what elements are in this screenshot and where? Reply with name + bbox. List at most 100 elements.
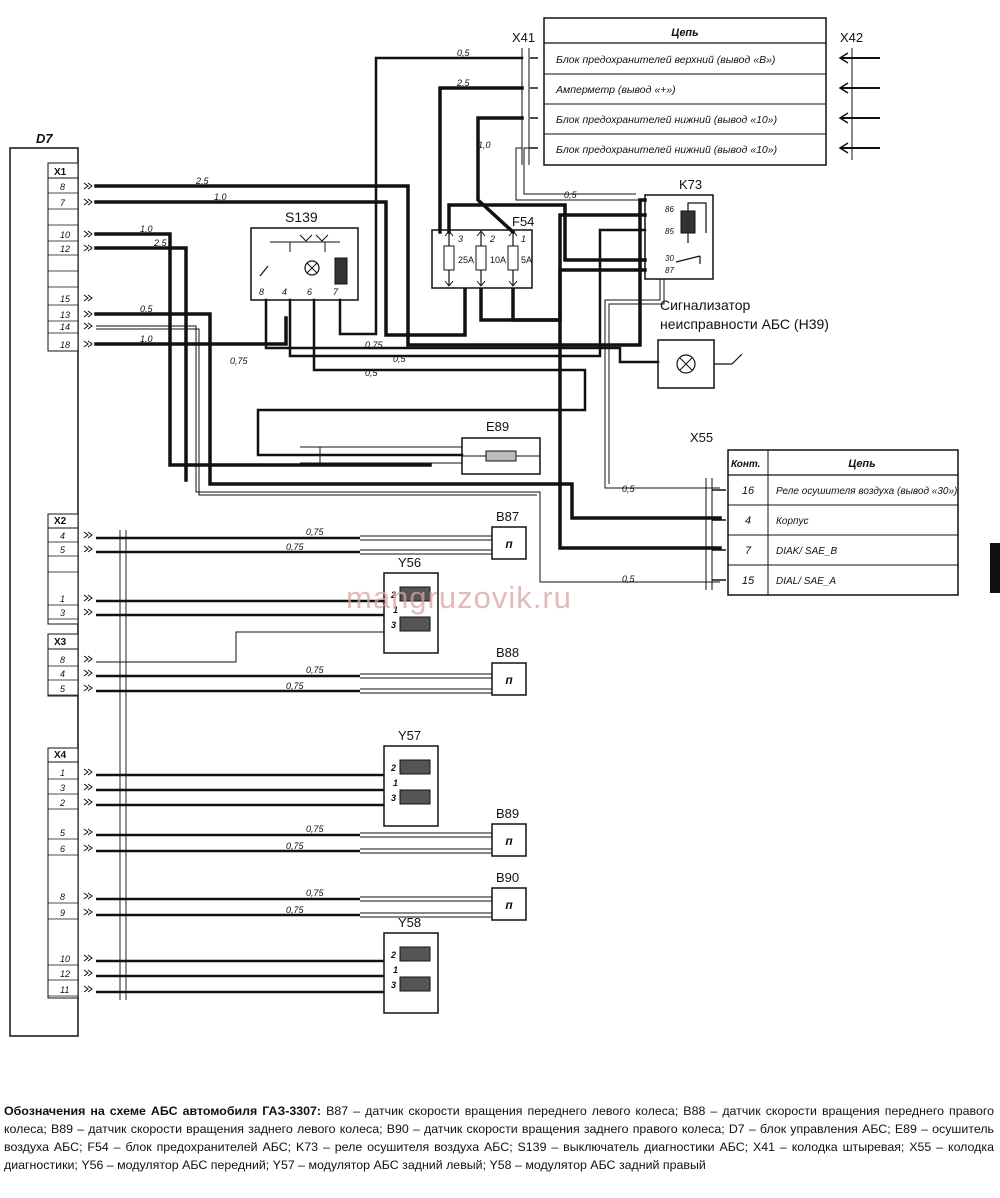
x55-row-circuit-2: DIAK/ SAE_B [776,546,837,557]
x1-pin-0: 8 [60,182,65,192]
modulator-y57-pin-2: 2 [390,763,396,773]
wire-size-b90-a: 0,75 [306,888,325,898]
x4-pin-6: 9 [60,908,65,918]
k73-label: K73 [679,177,702,192]
x1-pin-arrow-8 [83,310,93,318]
wire-size-05d: 0,5 [457,48,471,58]
x2-pin-arrow-0 [83,531,93,539]
s139-pin-8: 8 [259,287,264,297]
wire-size-05a: 0,5 [140,304,154,314]
connector-x1-label: X1 [54,167,67,178]
modulator-y56-pin-3: 3 [391,620,396,630]
circuit-row-2: Амперметр (вывод «+») [555,84,676,96]
wire-size-05c: 0,5 [365,368,379,378]
x3-pin-arrow-1 [83,669,93,677]
x3-pin-arrow-2 [83,684,93,692]
x1-pin-9: 14 [60,322,70,332]
x4-pin-5: 8 [60,892,65,902]
caption-title: Обозначения на схеме АБС автомобиля ГАЗ-… [4,1104,322,1118]
connector-x2: X2 4 5 1 3 [47,513,93,625]
wire-size-25b: 2,5 [153,238,168,248]
modulator-y56-pin-1: 1 [393,605,398,615]
x1-pin-4: 12 [60,244,70,254]
x3-pin-1: 4 [60,669,65,679]
connector-x42 [838,48,880,160]
connector-x2-label: X2 [54,516,67,527]
x2-pin-3: 1 [60,594,65,604]
x42-label: X42 [840,30,863,45]
h39-indicator [657,339,743,389]
circuit-row-3: Блок предохранителей нижний (вывод «10») [556,114,777,126]
wire-size-labels: 2,5 1,0 1,0 2,5 0,5 1,0 0,75 0,75 0,5 0,… [140,48,636,584]
wire-size-b87-a: 0,75 [306,527,325,537]
connector-x4-label: X4 [54,750,67,761]
x1-pin-arrow-1 [83,198,93,206]
x4-pin-7: 10 [60,954,70,964]
x4-pin-2: 2 [59,798,65,808]
modulator-y58-pin-3: 3 [391,980,396,990]
x4-pin-arrow-4 [83,844,93,852]
s139-pin-4: 4 [282,287,287,297]
modulator-y58-coil-1 [399,946,431,962]
x2-pin-4: 3 [60,608,65,618]
x2-pin-1: 5 [60,545,66,555]
sensor-b89-symbol: п [505,834,513,848]
x1-pin-arrow-3 [83,230,93,238]
x1-pin-arrow-0 [83,182,93,190]
caption-text: B87 – датчик скорости вращения переднего… [4,1104,994,1172]
x4-pin-arrow-0 [83,768,93,776]
relay-coil [680,210,696,234]
x1-pin-8: 13 [60,310,70,320]
sensor-b88-symbol: п [505,673,513,687]
modulator-y58-coil-2 [399,976,431,992]
x4-pin-arrow-3 [83,828,93,836]
wire-size-10c: 1,0 [140,334,153,344]
modulator-y58-pin-1: 1 [393,965,398,975]
sensor-b88-label: B88 [496,645,519,660]
x2-pin-0: 4 [60,531,65,541]
k73-pin-86: 86 [665,205,674,214]
k73-pin-87: 87 [665,266,674,275]
x2-pin-arrow-3 [83,594,93,602]
sensor-b87-label: B87 [496,509,519,524]
x4-pin-arrow-2 [83,798,93,806]
fuse-pin-3: 3 [458,234,463,244]
wire-size-05f: 0,5 [622,484,636,494]
modulator-y56-coil-1 [399,586,431,602]
fuse-5a [507,245,519,271]
fuse-10a-label: 10A [490,255,506,265]
x1-pin-arrow-10 [83,340,93,348]
x1-pin-10: 18 [60,340,70,350]
wiring-harness [94,56,722,583]
sensor-b90-symbol: п [505,898,513,912]
watermark: mangruzovik.ru [346,580,572,615]
x4-pin-4: 6 [60,844,65,854]
wire-size-b88-a: 0,75 [306,665,325,675]
x3-pin-2: 5 [60,684,66,694]
x4-pin-arrow-9 [83,985,93,993]
x4-pin-arrow-1 [83,783,93,791]
circuit-table-top: Цепь Блок предохранителей верхний (вывод… [543,17,827,166]
sensor-b89-label: B89 [496,806,519,821]
x55-row-cont-1: 4 [745,515,751,527]
indicator-label-line2: неисправности АБС (H39) [660,316,829,332]
s139-diagnostic-switch: 8 4 6 7 [250,227,359,301]
x1-pin-1: 7 [60,198,66,208]
modulator-y57-coil-1 [399,759,431,775]
x4-pin-9: 11 [60,985,69,995]
page-side-tab [990,543,1000,593]
wire-size-075b: 0,75 [365,340,384,350]
x4-pin-arrow-5 [83,892,93,900]
modulator-y58-pin-2: 2 [390,950,396,960]
circuit-table-header: Цепь [671,27,698,39]
s139-label: S139 [285,209,318,225]
wire-size-b87-b: 0,75 [286,542,305,552]
x1-pin-7: 15 [60,294,71,304]
wire-size-05e: 0,5 [564,190,578,200]
x1-pin-arrow-7 [83,294,93,302]
fuse-10a [475,245,487,271]
x41-label: X41 [512,30,535,45]
